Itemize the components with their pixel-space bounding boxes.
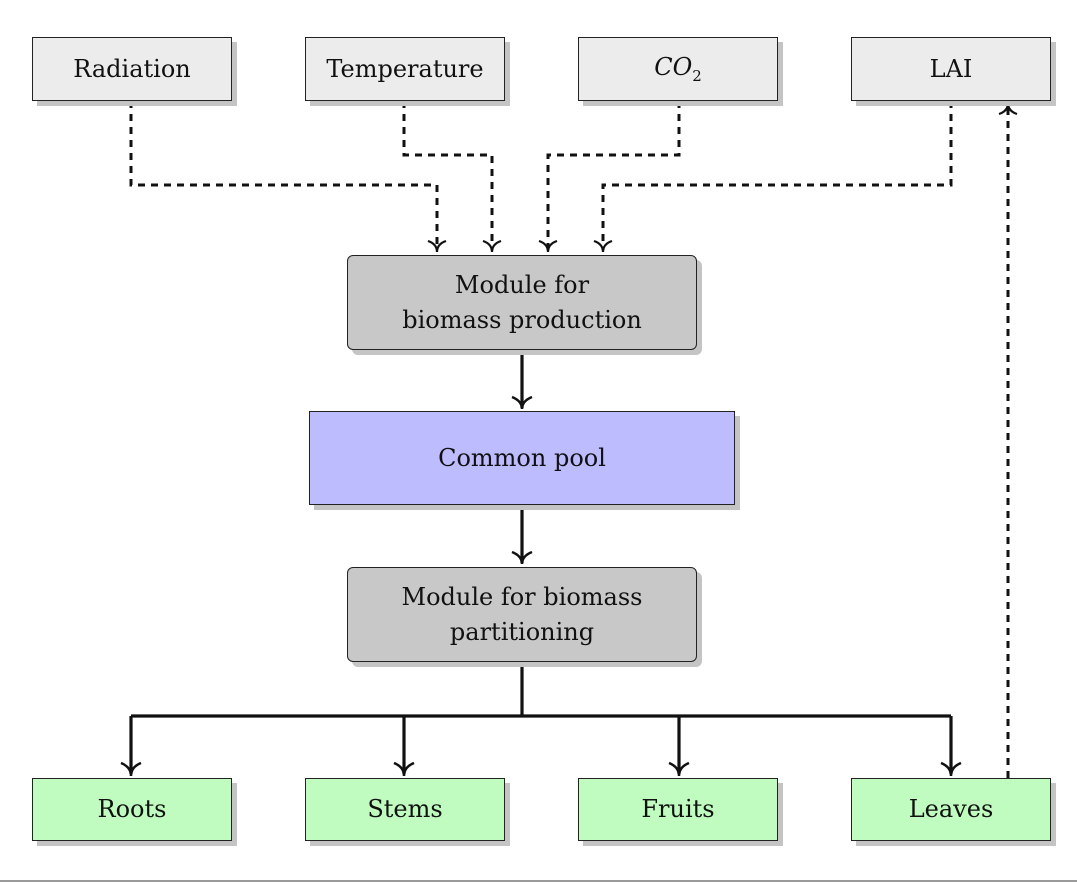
lai-label: LAI — [929, 54, 973, 83]
partitioning-branch-line — [131, 662, 951, 718]
co2-to-production-arrow — [546, 101, 681, 250]
arrowhead — [940, 761, 962, 777]
co2-label-base: CO — [654, 53, 693, 82]
common-pool-box: Common pool — [309, 411, 735, 505]
arrowhead — [120, 761, 142, 777]
arrowhead — [668, 761, 690, 777]
production-module-label-line2: biomass production — [402, 305, 642, 334]
co2-box: CO2 — [578, 37, 778, 101]
co2-label-subscript: 2 — [692, 67, 702, 86]
lai-to-production-arrow — [601, 101, 953, 250]
production-module-label-line1: Module for — [454, 270, 590, 299]
stems-label: Stems — [367, 795, 443, 824]
temperature-label: Temperature — [326, 54, 484, 83]
arrowhead — [482, 239, 502, 253]
fruits-box: Fruits — [578, 778, 778, 841]
common-pool-label: Common pool — [438, 443, 606, 472]
fruits-label: Fruits — [641, 795, 715, 824]
arrowhead — [427, 239, 447, 253]
stems-box: Stems — [305, 778, 505, 841]
roots-box: Roots — [32, 778, 232, 841]
arrowhead — [511, 395, 533, 410]
arrowhead — [511, 550, 533, 565]
partitioning-module-label-line1: Module for biomass — [401, 582, 643, 611]
radiation-to-production-arrow — [129, 101, 439, 250]
arrowhead — [998, 102, 1018, 116]
lai-box: LAI — [851, 37, 1051, 101]
co2-label: CO2 — [654, 50, 702, 88]
temperature-box: Temperature — [305, 37, 505, 101]
arrowhead — [393, 761, 415, 777]
leaves-label: Leaves — [908, 795, 994, 824]
roots-label: Roots — [97, 795, 167, 824]
leaves-box: Leaves — [851, 778, 1051, 841]
bottom-border-line — [0, 880, 1077, 882]
biomass-production-module: Module for biomass production — [347, 255, 697, 350]
arrowhead — [593, 239, 613, 253]
radiation-box: Radiation — [32, 37, 232, 101]
arrowhead — [538, 239, 558, 253]
biomass-partitioning-module: Module for biomass partitioning — [347, 567, 697, 662]
temperature-to-production-arrow — [402, 101, 494, 250]
radiation-label: Radiation — [73, 54, 191, 83]
partitioning-module-label-line2: partitioning — [449, 617, 595, 646]
